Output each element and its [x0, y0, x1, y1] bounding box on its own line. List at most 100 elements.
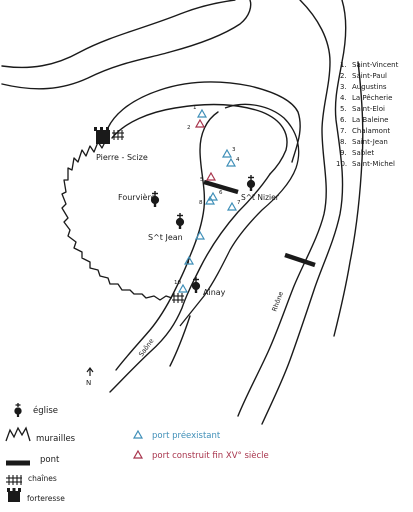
north-arrow-head — [86, 367, 94, 373]
north-arrow: N — [86, 367, 94, 387]
svg-text:Saint-Jean: Saint-Jean — [352, 138, 388, 146]
legend: église murailles pont chaînes — [5, 403, 269, 503]
svg-text:Sablet: Sablet — [352, 149, 374, 157]
svg-text:5.: 5. — [340, 105, 347, 113]
legend-pont-label: pont — [40, 455, 60, 465]
legend-chain-symbol — [6, 475, 22, 485]
port-number-8: 8 — [199, 200, 203, 206]
legend-port-construit: port construit fin XV° siècle — [132, 449, 269, 461]
church-st-nizier-icon — [246, 175, 256, 191]
chain-ainay — [172, 293, 184, 303]
fortress-pierre-scize — [94, 127, 110, 144]
churches — [150, 175, 256, 293]
legend-chaines: chaînes — [6, 474, 57, 485]
ports-list-item: 2. Saint-Paul — [340, 72, 387, 80]
legend-murailles-label: murailles — [36, 434, 76, 444]
port-number-6: 6 — [219, 190, 223, 196]
chain-pierre-scize — [112, 130, 124, 140]
church-fourviere-icon — [150, 191, 160, 207]
svg-text:10.: 10. — [336, 160, 347, 168]
ports-list-item: 8. Saint-Jean — [340, 138, 388, 146]
western-walls — [61, 139, 173, 301]
port-number-4: 4 — [236, 157, 240, 163]
legend-fortress-symbol — [7, 488, 21, 502]
bridges — [203, 179, 316, 268]
rhone-west-bank — [237, 0, 331, 417]
ports-list-item: 1.Saint-Vincent — [340, 61, 399, 69]
rhone-river — [237, 0, 364, 425]
rhone-east-bank — [261, 0, 347, 425]
north-label: N — [86, 379, 91, 387]
saone-north-bank-lower — [1, 0, 252, 90]
port-marker-6 — [207, 191, 219, 201]
label-ainay: Ainay — [203, 288, 226, 297]
ports-list-item: 7. Chalamont — [340, 127, 390, 135]
port-marker-4 — [225, 157, 237, 167]
rhone-far-bank — [333, 61, 364, 337]
port-marker-2 — [194, 118, 206, 128]
label-rhone: Rhône — [270, 290, 285, 312]
ports-list-item: 6.La Baleine — [340, 116, 388, 124]
bridge-rhone — [284, 252, 316, 268]
legend-church-icon — [14, 403, 22, 417]
chains — [112, 130, 184, 303]
legend-eglise-label: église — [33, 405, 58, 416]
legend-port-blue-icon — [132, 429, 144, 439]
port-number-10: 10 — [174, 280, 181, 286]
ports-list: 1.Saint-Vincent 2. Saint-Paul 3. Augustins… — [336, 61, 399, 168]
saone-loop-outer — [104, 81, 301, 163]
svg-text:Saint-Michel: Saint-Michel — [352, 160, 395, 168]
port-marker-10b — [177, 283, 189, 293]
saone-river — [1, 0, 301, 393]
ports-list-item: 3. Augustins — [340, 83, 387, 91]
port-marker-10 — [183, 255, 195, 265]
svg-text:Chalamont: Chalamont — [352, 127, 390, 135]
svg-text:1.: 1. — [340, 61, 347, 69]
port-marker-8 — [204, 195, 216, 205]
label-pierre-scize: Pierre - Scize — [96, 153, 148, 162]
bridge-saone — [203, 179, 239, 195]
port-markers: 1 2 3 4 5 6 7 8 9 10 — [174, 105, 241, 293]
port-marker-9 — [194, 230, 206, 240]
port-number-9: 9 — [186, 260, 190, 266]
saone-loop-inner — [111, 103, 288, 175]
church-st-jean-icon — [175, 213, 185, 229]
legend-port-preexistant-label: port préexistant — [152, 430, 221, 441]
ports-list-item: 4.La Pêcherie — [340, 94, 392, 102]
island-outline — [179, 103, 300, 327]
city-walls — [61, 139, 173, 301]
saone-fork — [169, 315, 191, 367]
legend-murailles: murailles — [5, 426, 76, 444]
legend-pont: pont — [6, 455, 60, 466]
legend-chaines-label: chaînes — [28, 474, 57, 483]
svg-text:2.: 2. — [340, 72, 347, 80]
port-number-3: 3 — [232, 147, 236, 153]
place-labels: Pierre - Scize Fourvière S^t Jean S^t Ni… — [96, 153, 280, 297]
legend-port-red-icon — [132, 449, 144, 459]
peninsula-west-shore — [179, 103, 300, 327]
svg-text:9.: 9. — [340, 149, 347, 157]
legend-walls-symbol — [5, 426, 31, 442]
svg-text:Augustins: Augustins — [352, 83, 387, 91]
church-ainay-icon — [191, 277, 201, 293]
ports-list-item: 5. Saint-Eloi — [340, 105, 385, 113]
svg-text:Saint-Eloi: Saint-Eloi — [352, 105, 385, 113]
svg-text:8.: 8. — [340, 138, 347, 146]
ports-list-item: 10. Saint-Michel — [336, 160, 395, 168]
port-marker-5 — [205, 171, 217, 181]
svg-text:3.: 3. — [340, 83, 347, 91]
port-number-2: 2 — [187, 125, 191, 131]
port-number-1: 1 — [193, 105, 197, 111]
svg-text:7.: 7. — [340, 127, 347, 135]
svg-text:6.: 6. — [340, 116, 347, 124]
label-st-jean: S^t Jean — [148, 233, 183, 242]
port-number-7: 7 — [237, 200, 241, 206]
legend-forteresse-label: forteresse — [27, 494, 65, 503]
svg-text:Saint-Paul: Saint-Paul — [352, 72, 387, 80]
label-st-nizier: S^t Nizier — [241, 193, 280, 202]
legend-port-construit-label: port construit fin XV° siècle — [152, 450, 269, 461]
label-fourviere: Fourvière — [118, 192, 156, 202]
port-marker-3 — [221, 148, 233, 158]
